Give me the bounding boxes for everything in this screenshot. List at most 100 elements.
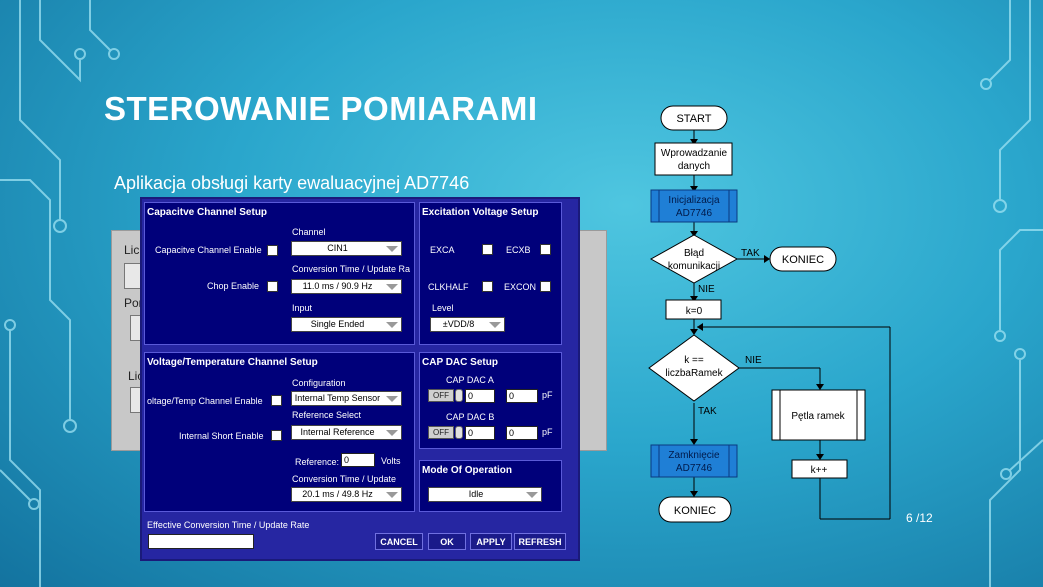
cap-dac-a-input[interactable]: 0 [465,389,495,403]
level-label: Level [432,303,454,313]
clkhalf-label: CLKHALF [428,282,469,292]
mode-of-operation-section: Mode Of Operation Idle [419,460,562,512]
exca-checkbox[interactable] [482,244,493,255]
end-terminal [769,246,837,272]
internal-short-label: Internal Short Enable [179,431,264,441]
loop-decision [648,334,740,402]
section-title: CAP DAC Setup [422,357,498,368]
refresh-button[interactable]: REFRESH [514,533,566,550]
cap-dac-b-label: CAP DAC B [446,412,495,422]
conversion-time-select[interactable]: 11.0 ms / 90.9 Hz [291,279,402,294]
conversion-time-label: Conversion Time / Update Ra [292,264,411,274]
flow-label: k=0 [686,306,703,317]
cap-dac-section: CAP DAC Setup CAP DAC A OFF 0 0 pF CAP D… [419,352,562,449]
cap-dac-b-input[interactable]: 0 [465,426,495,440]
chevron-down-icon [386,322,398,328]
start-terminal [660,105,728,131]
toggle-knob-icon[interactable] [455,389,463,402]
chop-enable-label: Chop Enable [207,281,260,291]
chevron-down-icon [526,492,538,498]
flow-label: AD7746 [676,208,713,219]
internal-short-checkbox[interactable] [271,430,282,441]
cap-dac-b-pf-input[interactable]: 0 [506,426,538,440]
capacitive-channel-section: Capacitve Channel Setup Capacitve Channe… [144,202,415,345]
k-init-box [665,299,722,320]
mode-select[interactable]: Idle [428,487,542,502]
section-title: Voltage/Temperature Channel Setup [147,357,318,368]
cancel-button[interactable]: CANCEL [375,533,423,550]
flow-label: KONIEC [674,505,716,517]
reference-input[interactable]: 0 [341,453,375,467]
pf-unit-label: pF [542,390,553,404]
chevron-down-icon [386,396,398,402]
flow-label: AD7746 [676,463,713,474]
cap-dac-a-pf-input[interactable]: 0 [506,389,538,403]
chevron-down-icon [489,322,501,328]
flow-label: TAK [698,406,717,417]
k-increment-box [791,459,848,479]
apply-button[interactable]: APPLY [470,533,512,550]
end-terminal [658,496,732,523]
frame-loop-box [771,389,866,441]
flow-label: TAK [741,248,760,259]
chevron-down-icon [386,284,398,290]
clkhalf-checkbox[interactable] [482,281,493,292]
excon-label: EXCON [504,282,537,292]
flow-label: Zamknięcie [668,450,720,461]
volts-label: Volts [381,456,401,466]
page-number: 6 /12 [906,511,933,525]
chevron-down-icon [386,430,398,436]
excon-checkbox[interactable] [540,281,551,292]
chop-enable-checkbox[interactable] [267,281,278,292]
init-process-box [650,189,738,223]
close-process-box [650,444,738,478]
configuration-select[interactable]: Internal Temp Sensor [291,391,402,406]
flow-label: komunikacji [668,261,720,272]
toggle-knob-icon[interactable] [455,426,463,439]
background-label: Lic [128,369,144,383]
channel-label: Channel [292,227,326,237]
flow-label: NIE [745,355,762,366]
input-select[interactable]: Single Ended [291,317,402,332]
slide-title: STEROWANIE POMIARAMI [104,90,538,127]
ok-button[interactable]: OK [428,533,466,550]
reference-select[interactable]: Internal Reference [291,425,402,440]
reference-select-label: Reference Select [292,410,362,420]
section-title: Capacitve Channel Setup [147,207,268,218]
configuration-label: Configuration [292,378,346,388]
excitation-voltage-section: Excitation Voltage Setup EXCA ECXB CLKHA… [419,202,562,345]
flow-label: k == [684,355,704,366]
reference-label: Reference: [295,457,340,467]
channel-select[interactable]: CIN1 [291,241,402,256]
level-select[interactable]: ±VDD/8 [430,317,505,332]
conversion-time-label: Conversion Time / Update [292,474,397,484]
input-data-box [654,142,733,176]
flow-label: Inicjalizacja [668,195,720,206]
slide-subtitle: Aplikacja obsługi karty ewaluacyjnej AD7… [114,173,470,193]
chevron-down-icon [386,246,398,252]
flow-label: danych [678,161,710,172]
background-label: Por [124,296,143,310]
cap-dac-a-label: CAP DAC A [446,375,494,385]
cap-dac-a-toggle[interactable]: OFF [428,389,454,402]
voltage-temp-enable-label: oltage/Temp Channel Enable [147,396,263,406]
flow-label: k++ [811,465,828,476]
excb-label: ECXB [506,245,531,255]
capacitive-enable-checkbox[interactable] [267,245,278,256]
exca-label: EXCA [430,245,455,255]
start-text: START [676,113,711,125]
error-decision [649,234,739,284]
voltage-conversion-select[interactable]: 20.1 ms / 49.8 Hz [291,487,402,502]
flow-label: Wprowadzanie [661,148,728,159]
excb-checkbox[interactable] [540,244,551,255]
input-label: Input [292,303,313,313]
voltage-temp-enable-checkbox[interactable] [271,395,282,406]
flow-label: Pętla ramek [791,411,845,422]
section-title: Excitation Voltage Setup [422,207,539,218]
effective-conversion-label: Effective Conversion Time / Update Rate [147,520,310,530]
cap-dac-b-toggle[interactable]: OFF [428,426,454,439]
section-title: Mode Of Operation [422,465,512,476]
pf-unit-label: pF [542,427,553,441]
